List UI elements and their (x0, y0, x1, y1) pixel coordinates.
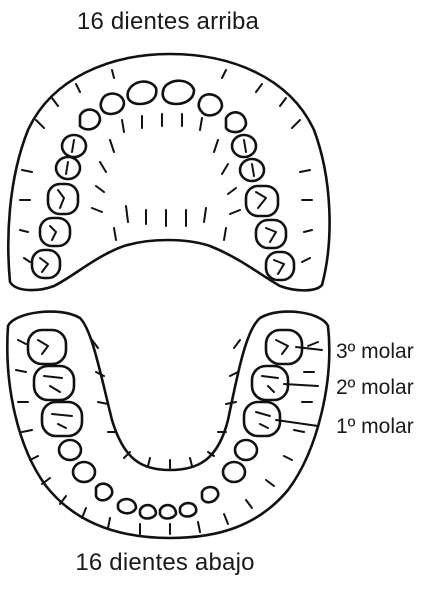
label-first-molar: 1º molar (336, 415, 414, 439)
upper-incisor (101, 94, 124, 114)
upper-right-molar (256, 220, 286, 248)
lower-left-premolar (73, 462, 95, 482)
upper-right-molar (266, 252, 294, 280)
lower-incisor (180, 503, 196, 516)
lower-incisor (160, 505, 176, 518)
lower-left-molar (34, 366, 74, 400)
lower-incisor (118, 499, 136, 513)
lower-left-canine (96, 484, 112, 501)
pointer-first-molar (276, 420, 318, 426)
lower-right-molar (252, 366, 288, 400)
label-second-molar: 2º molar (336, 376, 414, 400)
upper-left-molar (32, 250, 60, 278)
lower-right-canine (202, 487, 218, 502)
upper-canine (80, 110, 100, 130)
lower-left-premolar (59, 440, 81, 460)
upper-arch (8, 54, 329, 290)
lower-right-premolar (223, 462, 245, 482)
lower-incisor (140, 505, 156, 518)
label-third-molar: 3º molar (336, 340, 414, 364)
upper-incisor (199, 94, 222, 115)
lower-right-premolar (235, 440, 257, 460)
lower-left-molar (42, 402, 82, 436)
lower-arch (7, 312, 329, 538)
pointer-third-molar (296, 347, 322, 350)
lower-right-molar (244, 402, 280, 436)
upper-incisor (163, 81, 194, 104)
upper-incisor (128, 82, 157, 104)
